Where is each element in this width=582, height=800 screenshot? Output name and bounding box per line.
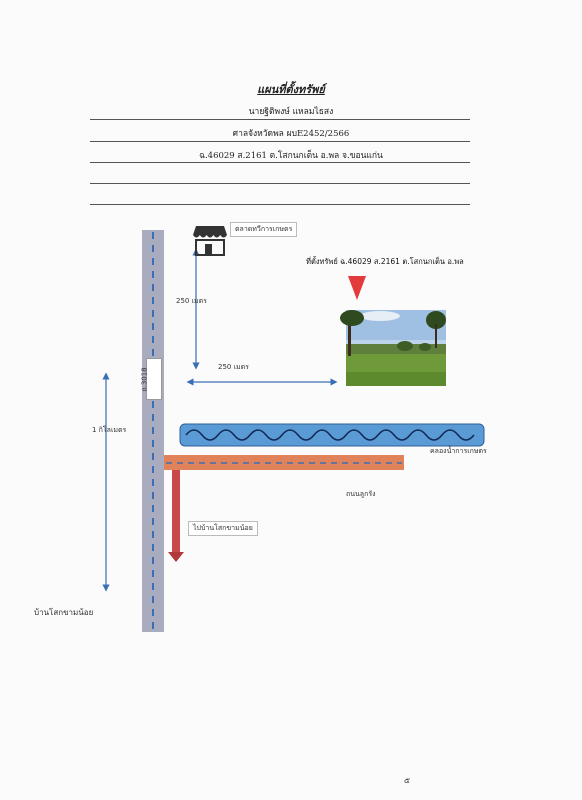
road-label: ถ.3018 [140,367,149,392]
court-case: ศาลจังหวัดพล ผบE2452/2566 [232,129,350,139]
dirt-road [164,455,404,470]
dist-long-label: 1 กิโลเมตร [92,426,127,434]
map-title: แผนที่ตั้งทรัพย์ [257,83,325,96]
divider [90,141,470,142]
canal-label: คลองน้ำการเกษตร [430,447,487,455]
page-mark: ๕ [404,776,411,785]
to-village-label: ไปบ้านโสกขามน้อย [188,521,258,536]
market-label: ตลาดทวีการเกษตร [230,222,298,237]
village-label: บ้านโสกขามน้อย [34,608,94,617]
property-label: ที่ตั้งทรัพย์ ฉ.46029 ส.2161 ต.โสกนกเต็น… [306,257,464,266]
divider [90,183,470,184]
branch-road-arrow [168,552,184,562]
divider [90,119,470,120]
divider [90,162,470,163]
canal [179,423,485,447]
property-pin-icon [348,276,366,300]
branch-road [172,470,180,556]
market-icon [193,226,228,256]
dist-vertical-label: 250 เมตร [176,297,207,305]
property-photo [340,310,446,386]
canal-wave [185,429,475,441]
divider [90,204,470,205]
dirt-road-label: ถนนลูกรัง [346,490,376,498]
owner-name: นายฐิติพงษ์ แหลมไธสง [248,107,334,117]
dist-horizontal-label: 250 เมตร [218,363,249,371]
deed-info: ฉ.46029 ส.2161 ต.โสกนกเต็น อ.พล จ.ขอนแก่… [199,151,383,161]
road-sign [146,358,162,400]
